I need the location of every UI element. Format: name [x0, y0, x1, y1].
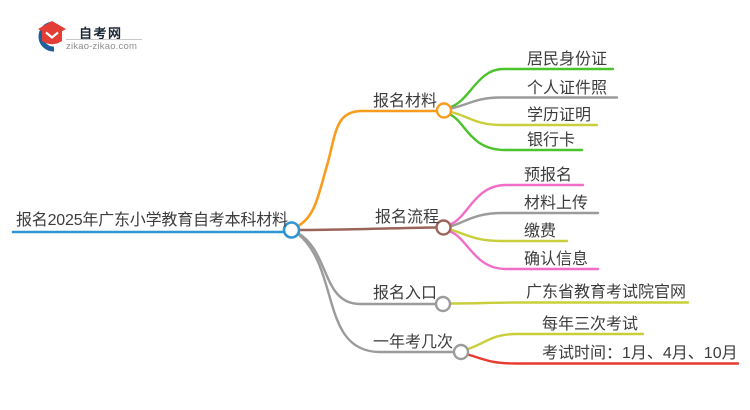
- branch-line-times: [296, 232, 456, 354]
- child-label-photo[interactable]: 个人证件照: [527, 80, 608, 97]
- logo-title: 自考网: [79, 26, 123, 41]
- entry-node-circle[interactable]: [434, 295, 452, 313]
- process-node-circle[interactable]: [435, 219, 452, 236]
- child-line-confirm: [448, 230, 600, 271]
- child-line-diploma: [449, 110, 599, 127]
- branch-label-materials[interactable]: 报名材料: [373, 93, 438, 110]
- branch-line-materials: [296, 109, 439, 228]
- branch-label-process[interactable]: 报名流程: [375, 209, 440, 226]
- child-label-three-exams[interactable]: 每年三次考试: [542, 316, 639, 333]
- times-node-circle[interactable]: [452, 343, 470, 361]
- child-line-id-card: [449, 67, 615, 109]
- root-node-circle[interactable]: [282, 221, 301, 239]
- child-label-official-site[interactable]: 广东省教育考试院官网: [526, 284, 687, 301]
- child-label-pre-register[interactable]: 预报名: [524, 167, 573, 184]
- child-line-official-site: [448, 301, 690, 305]
- root-node-label[interactable]: 报名2025年广东小学教育自考本科材料: [16, 212, 288, 229]
- child-label-bank-card[interactable]: 银行卡: [527, 132, 576, 149]
- graduation-cap-icon: [38, 21, 66, 52]
- child-label-confirm[interactable]: 确认信息: [524, 251, 589, 268]
- child-line-exam-time: [466, 353, 740, 365]
- logo-cap-chevron: [45, 31, 59, 39]
- child-line-pre-register: [448, 183, 585, 226]
- logo-divider: [66, 39, 142, 40]
- child-line-three-exams: [466, 332, 645, 351]
- branch-label-entry[interactable]: 报名入口: [373, 285, 438, 302]
- child-label-pay[interactable]: 缴费: [524, 223, 557, 240]
- materials-node-circle[interactable]: [435, 102, 453, 119]
- branch-line-entry: [296, 231, 438, 306]
- child-line-pay: [448, 228, 569, 243]
- child-line-upload: [448, 211, 600, 228]
- child-label-upload[interactable]: 材料上传: [524, 195, 589, 212]
- child-line-photo: [449, 96, 619, 110]
- logo-domain: zikao-zikao.com: [66, 41, 138, 52]
- branch-line-process: [297, 226, 438, 232]
- child-label-id-card[interactable]: 居民身份证: [527, 51, 608, 68]
- child-label-exam-time[interactable]: 考试时间：1月、4月、10月: [542, 345, 738, 362]
- child-label-diploma[interactable]: 学历证明: [527, 107, 592, 124]
- branch-label-times[interactable]: 一年考几次: [373, 334, 454, 351]
- child-line-bank-card: [448, 113, 584, 152]
- site-logo: 自考网 zikao-zikao.com: [30, 14, 150, 56]
